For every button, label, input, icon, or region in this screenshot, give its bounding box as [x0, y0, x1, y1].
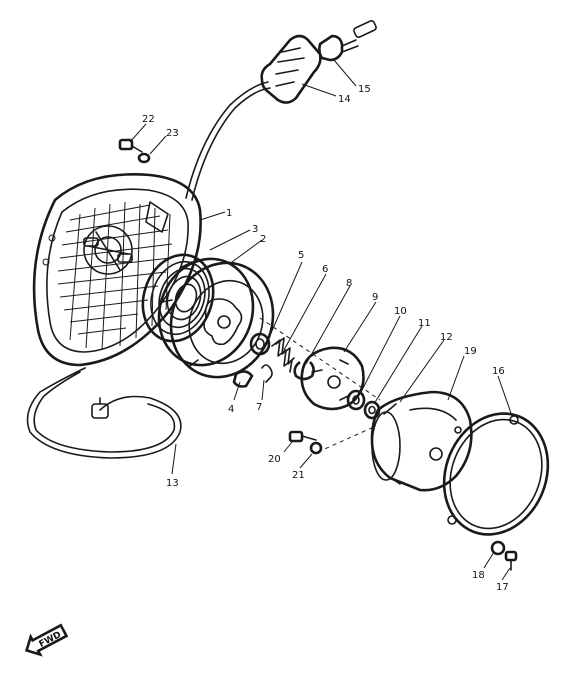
snap-ring: [293, 360, 315, 381]
washer: [249, 332, 271, 356]
assembly-axis: [259, 317, 381, 453]
grip-handle: [260, 34, 322, 104]
fwd-label: FWD: [38, 630, 63, 650]
starter-rope-loop: [26, 367, 182, 459]
callout-1: 1: [226, 208, 232, 219]
callout-14: 14: [338, 94, 351, 105]
starter-case-housing: [32, 173, 202, 367]
mounting-bolt: [288, 430, 317, 443]
forward-direction-arrow: FWD: [24, 623, 69, 657]
callout-3: 3: [252, 224, 258, 235]
pawl-spring: [261, 364, 273, 383]
compression-spring: [271, 337, 295, 373]
pawl: [232, 370, 254, 388]
callout-10: 10: [394, 306, 407, 317]
callout-19: 19: [464, 346, 477, 357]
retainer-washer: [346, 389, 366, 411]
callout-20: 20: [268, 454, 281, 465]
starter-cable: [185, 81, 269, 199]
callout-16: 16: [492, 366, 505, 377]
callout-11: 11: [418, 318, 431, 329]
callout-6: 6: [322, 264, 328, 275]
callout-12: 12: [440, 332, 453, 343]
case-washer: [137, 152, 151, 164]
callout-17: 17: [496, 582, 509, 593]
callout-2: 2: [260, 234, 266, 245]
starter-cover-cup: [370, 390, 473, 492]
friction-plate: [300, 346, 365, 411]
callout-23: 23: [166, 128, 179, 139]
callout-labels: 1 2 3 4 5 6 7 8 9 10 11 12 13 14 15 16 1…: [142, 84, 509, 593]
callout-15: 15: [358, 84, 371, 95]
callout-7: 7: [256, 402, 262, 413]
callout-18: 18: [472, 570, 485, 581]
rope-reel: [157, 257, 275, 379]
callout-5: 5: [298, 250, 304, 261]
cover-washer: [490, 540, 506, 556]
case-bolt: [118, 138, 143, 153]
callout-leaders: [129, 59, 513, 581]
callout-21: 21: [292, 470, 305, 481]
callout-22: 22: [142, 114, 155, 125]
callout-9: 9: [372, 292, 378, 303]
cable-bushing: [318, 20, 377, 62]
callout-13: 13: [166, 478, 179, 489]
mounting-washer: [309, 441, 323, 455]
callout-4: 4: [228, 404, 234, 415]
cover-ring: [442, 412, 550, 536]
callout-8: 8: [346, 278, 352, 289]
cover-screw: [504, 550, 518, 571]
